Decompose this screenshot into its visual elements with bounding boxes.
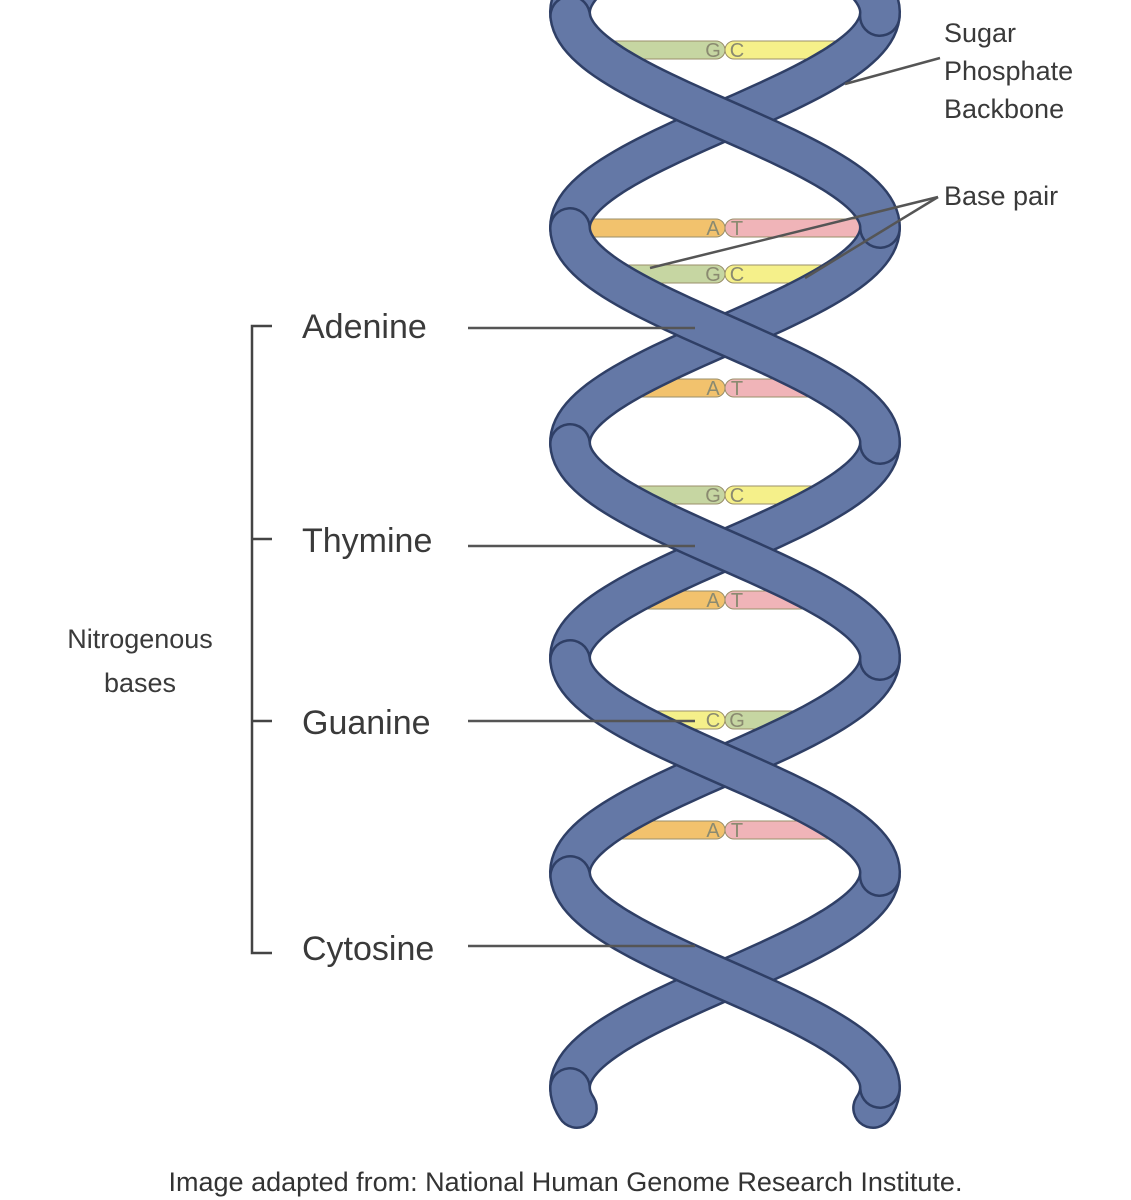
base-letter-left-8: A: [706, 590, 720, 612]
adenine-label: Adenine: [302, 308, 427, 346]
base-letter-right-6: C: [730, 485, 744, 507]
strand-a-segment-0: [856, 0, 899, 35]
nitrogenous-bases-bracket: [250, 324, 272, 955]
base-pair-label: Base pair: [944, 181, 1058, 211]
leader-lines: [468, 56, 941, 948]
strand-b-segment-1: [551, 0, 899, 247]
base-letter-right-9: G: [729, 710, 745, 732]
base-letter-left-2: A: [706, 218, 720, 240]
strand-a-segment-2: [551, 209, 899, 463]
base-letter-left-6: G: [705, 485, 721, 507]
cytosine-label: Cytosine: [302, 930, 434, 968]
guanine-label: Guanine: [302, 704, 431, 742]
backbone-leader-line: [844, 56, 941, 86]
base-letter-left-11: A: [706, 820, 720, 842]
strand-a-segment-6: [551, 1069, 596, 1127]
base-letter-left-9: C: [706, 710, 720, 732]
image-credit-caption: Image adapted from: National Human Genom…: [168, 1167, 963, 1197]
strand-b-segment-5: [551, 857, 899, 1107]
base-letter-right-2: T: [731, 218, 743, 240]
base-letter-left-0: G: [705, 40, 721, 62]
strand-a-segment-4: [551, 641, 899, 895]
backbone-label-line1: Sugar: [944, 18, 1016, 48]
base-letter-left-5: A: [706, 378, 720, 400]
nitrogenous-bases-label-line1: Nitrogenous: [67, 624, 213, 654]
thymine-label: Thymine: [302, 522, 432, 560]
base-letter-right-8: T: [731, 590, 743, 612]
strand-front-segments: [549, 0, 902, 1129]
base-pair-leader-line-1: [649, 195, 939, 270]
backbone-label-line3: Backbone: [944, 94, 1064, 124]
base-letter-right-3: C: [730, 264, 744, 286]
nitrogenous-bases-label-line2: bases: [104, 668, 176, 698]
thymine-bar-2: [724, 218, 871, 238]
backbone-label-line2: Phosphate: [944, 56, 1073, 86]
base-pair-leader-line-2: [804, 195, 939, 280]
base-letter-right-0: C: [730, 40, 744, 62]
base-letter-right-5: T: [731, 378, 743, 400]
sugar-phosphate-strands: [548, 0, 902, 1129]
adenine-bar-2: [579, 218, 726, 238]
strand-b-segment-3: [551, 425, 899, 679]
base-letter-right-11: T: [731, 820, 743, 842]
base-letter-left-3: G: [705, 264, 721, 286]
